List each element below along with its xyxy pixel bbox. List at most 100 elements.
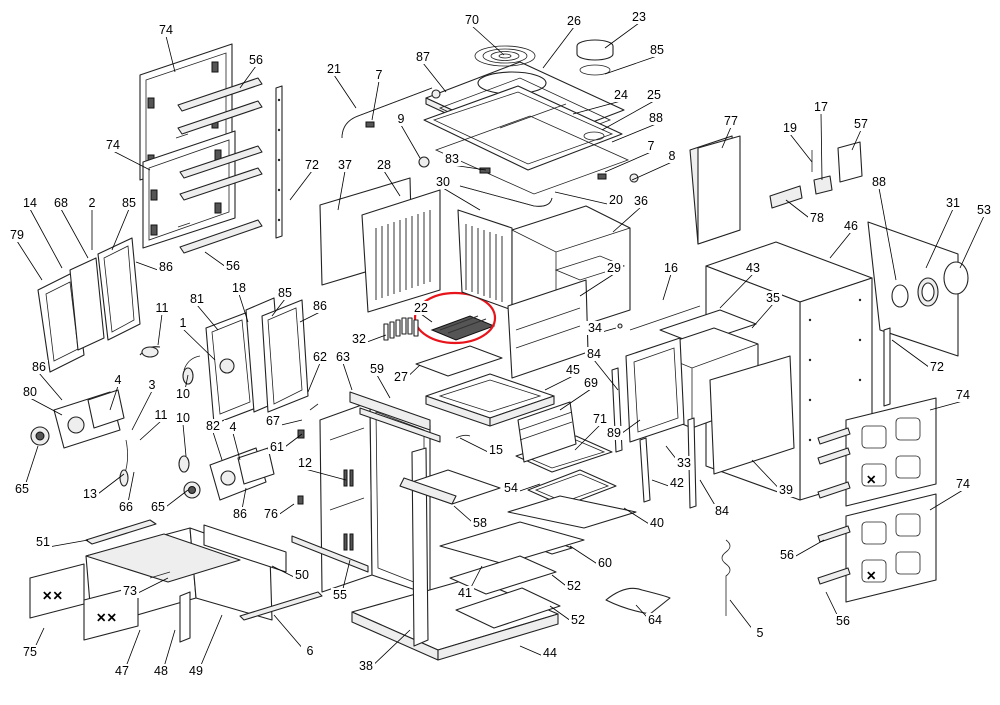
callout-label: 68 [54, 196, 68, 210]
callout-bg [648, 516, 666, 530]
callout-bg [231, 507, 249, 521]
callout-bg [928, 360, 946, 374]
callout-bg [586, 321, 604, 335]
callout-label: 20 [609, 193, 623, 207]
spring-5 [721, 539, 731, 616]
frame-88-top [434, 115, 630, 195]
callout-label: 30 [436, 175, 450, 189]
pad-64 [605, 587, 671, 615]
callout-label: 51 [36, 535, 50, 549]
gasket-14 [69, 257, 105, 351]
svg-text:✕✕: ✕✕ [96, 611, 117, 625]
callout-bg [113, 664, 131, 678]
leader-line [721, 126, 732, 149]
callout-label: 41 [458, 586, 472, 600]
callout-label: 70 [465, 13, 479, 27]
callout-label: 38 [359, 659, 373, 673]
callout-label: 83 [445, 152, 459, 166]
leader-line [400, 124, 421, 159]
callout-label: 11 [156, 301, 169, 315]
callout-label: 35 [766, 291, 780, 305]
callout-label: 31 [946, 196, 960, 210]
strip-72-left [275, 85, 283, 239]
callout-label: 19 [783, 121, 797, 135]
callout-label: 74 [956, 477, 970, 491]
callout-bg [596, 556, 614, 570]
callout-bg [157, 23, 175, 37]
callout-label: 29 [607, 261, 621, 275]
callout-label: 15 [489, 443, 503, 457]
callout-label: 12 [298, 456, 312, 470]
callout-bg [662, 261, 680, 275]
callout-bg [21, 196, 39, 210]
callout-label: 85 [650, 43, 664, 57]
callout-bg [471, 516, 489, 530]
leader-line [604, 22, 640, 49]
callout-label: 22 [414, 301, 428, 315]
side-panel-74-right-upper: ✕ [845, 397, 937, 507]
callout-bg [174, 411, 192, 425]
callout-label: 77 [724, 114, 738, 128]
rails-56-right [817, 427, 851, 585]
bar-78 [769, 185, 803, 209]
callout-bg [647, 111, 665, 125]
callout-label: 86 [233, 507, 247, 521]
callout-bg [109, 373, 127, 387]
callout-label: 36 [634, 194, 648, 208]
callout-label: 89 [607, 426, 621, 440]
leader-line [554, 191, 617, 207]
callout-bg [392, 112, 410, 126]
leader-line [376, 374, 391, 399]
leader-line [719, 273, 754, 309]
leader-line [111, 208, 130, 251]
callout-bg [276, 286, 294, 300]
leader-line [593, 359, 619, 391]
callout-label: 78 [810, 211, 824, 225]
callout-label: 82 [206, 419, 220, 433]
callout-label: 86 [313, 299, 327, 313]
glass-85 [97, 237, 141, 341]
callout-bg [645, 88, 663, 102]
callout-label: 53 [977, 203, 991, 217]
leader-line [232, 432, 241, 461]
side-panel-74-right-lower: ✕ [845, 493, 937, 603]
callout-label: 24 [614, 88, 628, 102]
handle-11-upper [139, 346, 161, 358]
callout-label: 44 [543, 646, 557, 660]
plate-60 [439, 521, 585, 565]
callout-bg [303, 158, 321, 172]
callout-label: 7 [376, 68, 383, 82]
callout-label: 4 [115, 373, 122, 387]
callout-bg [375, 158, 393, 172]
door-81 [205, 311, 257, 425]
callout-label: 62 [313, 350, 327, 364]
rod-16 [617, 305, 701, 331]
callout-label: 86 [32, 360, 46, 374]
leader-line [60, 208, 89, 259]
side-panel-74-lower [142, 130, 236, 249]
callout-bg [565, 14, 583, 28]
svg-text:✕: ✕ [866, 569, 876, 583]
callout-label: 26 [567, 14, 581, 28]
callout-label: 80 [23, 385, 37, 399]
leader-line [29, 397, 63, 416]
rail-20-21 [341, 87, 639, 207]
leader-line [544, 375, 574, 391]
leader-line [182, 328, 216, 361]
callout-label: 54 [504, 481, 518, 495]
leader-line [182, 423, 187, 457]
plate-28 [361, 189, 441, 313]
svg-text:✕✕: ✕✕ [42, 589, 63, 603]
callout-bg [350, 332, 368, 346]
callout-bg [204, 419, 222, 433]
drawer-frame-51 [85, 519, 157, 545]
leader-line [289, 170, 313, 201]
callout-bg [954, 388, 972, 402]
plate-4-upper [87, 389, 125, 429]
callout-label: 25 [647, 88, 661, 102]
callout-label: 23 [632, 10, 646, 24]
callout-label: 73 [123, 584, 137, 598]
leader-line [559, 388, 592, 411]
door-89 [625, 337, 685, 443]
